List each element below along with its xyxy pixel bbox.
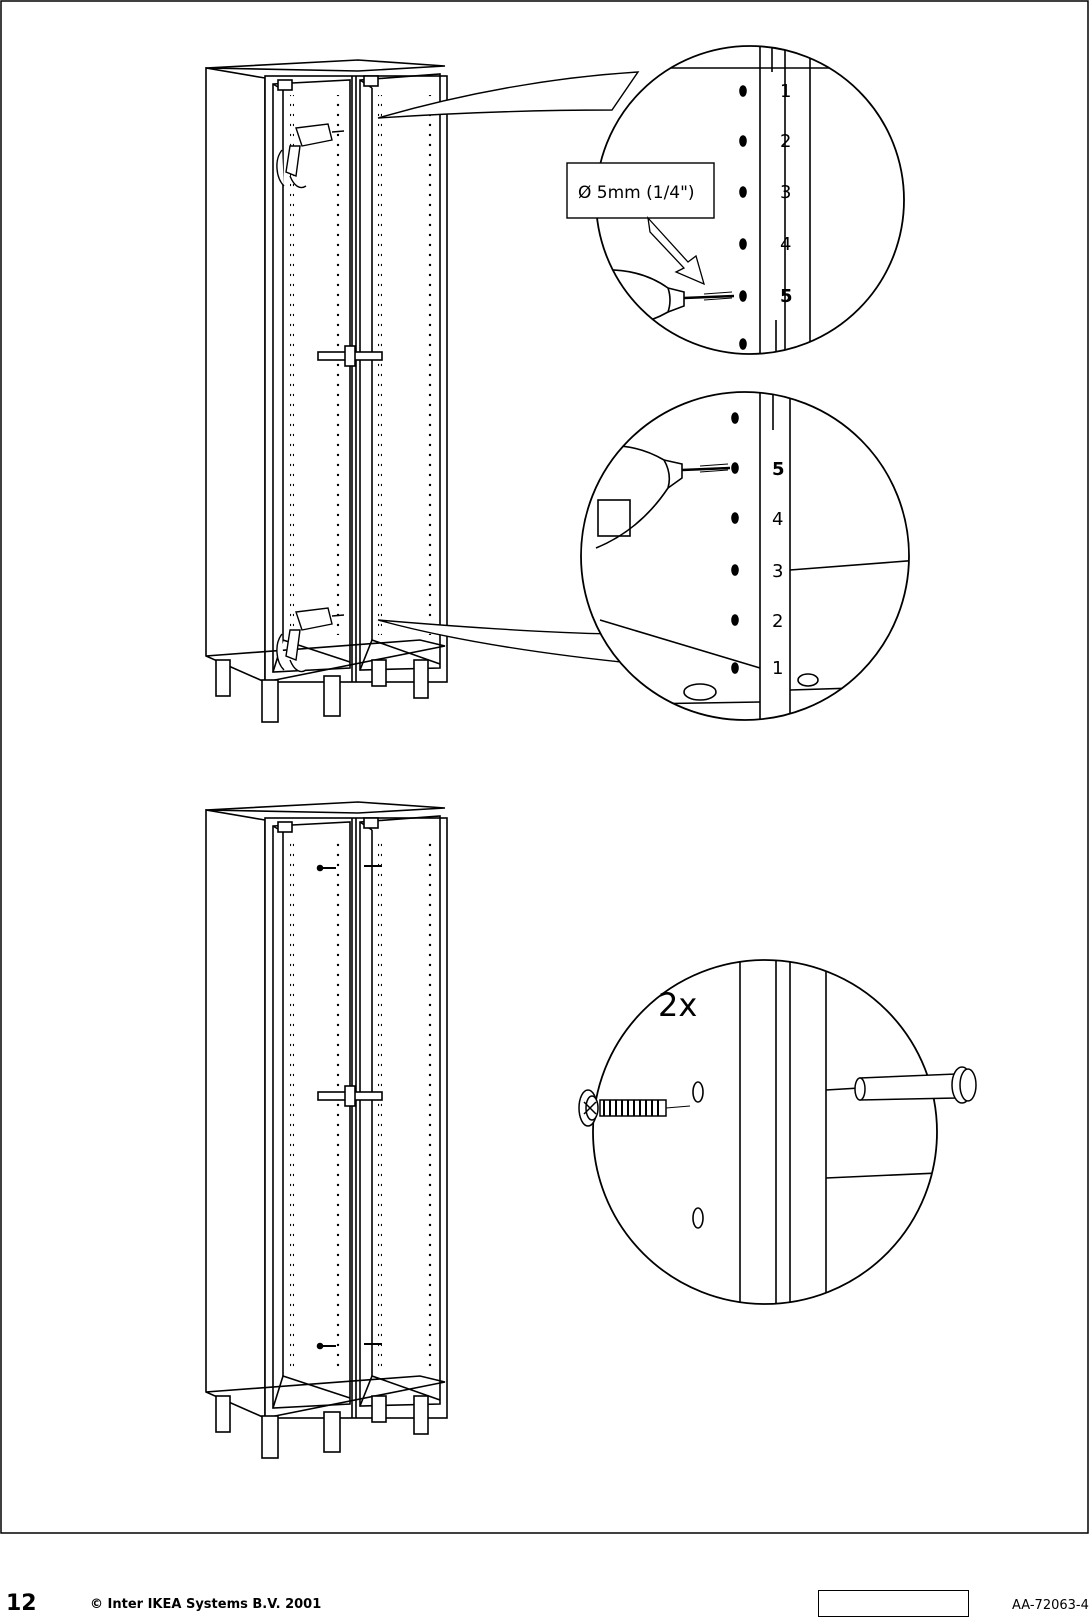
copyright-notice: © Inter IKEA Systems B.V. 2001 xyxy=(90,1597,322,1612)
hole-number: 1 xyxy=(772,658,783,679)
screw-icon xyxy=(578,1089,691,1127)
hole-number: 3 xyxy=(780,182,791,203)
quantity-label: 2x xyxy=(658,986,697,1024)
drill-spec-text: Ø 5mm (1/4") xyxy=(578,183,695,203)
hole-number-highlighted: 5 xyxy=(780,286,793,307)
hole-number: 4 xyxy=(772,509,783,530)
footer-box xyxy=(818,1590,969,1617)
connector-dowel-icon xyxy=(854,1066,977,1104)
detail-circle-top: Ø 5mm (1/4") 1 2 3 4 5 xyxy=(566,45,905,355)
electric-drill-icon xyxy=(276,123,345,189)
hole-number: 4 xyxy=(780,234,791,255)
drill-spec-label: Ø 5mm (1/4") xyxy=(566,162,715,286)
electric-drill-icon xyxy=(276,607,345,673)
hole-number: 2 xyxy=(772,611,783,632)
cabinet-bottom xyxy=(205,801,448,1459)
page-number: 12 xyxy=(6,1591,37,1616)
detail-circle-hardware: 2x xyxy=(578,959,977,1305)
page-border xyxy=(0,0,1089,1534)
hole-number: 3 xyxy=(772,561,783,582)
hole-number: 2 xyxy=(780,131,791,152)
detail-circle-middle: 5 4 3 2 1 xyxy=(580,391,910,721)
document-code: AA-72063-4 xyxy=(1012,1598,1089,1613)
hole-number-highlighted: 5 xyxy=(772,459,785,480)
hole-number: 1 xyxy=(780,81,791,102)
callout-pointer xyxy=(377,71,640,119)
